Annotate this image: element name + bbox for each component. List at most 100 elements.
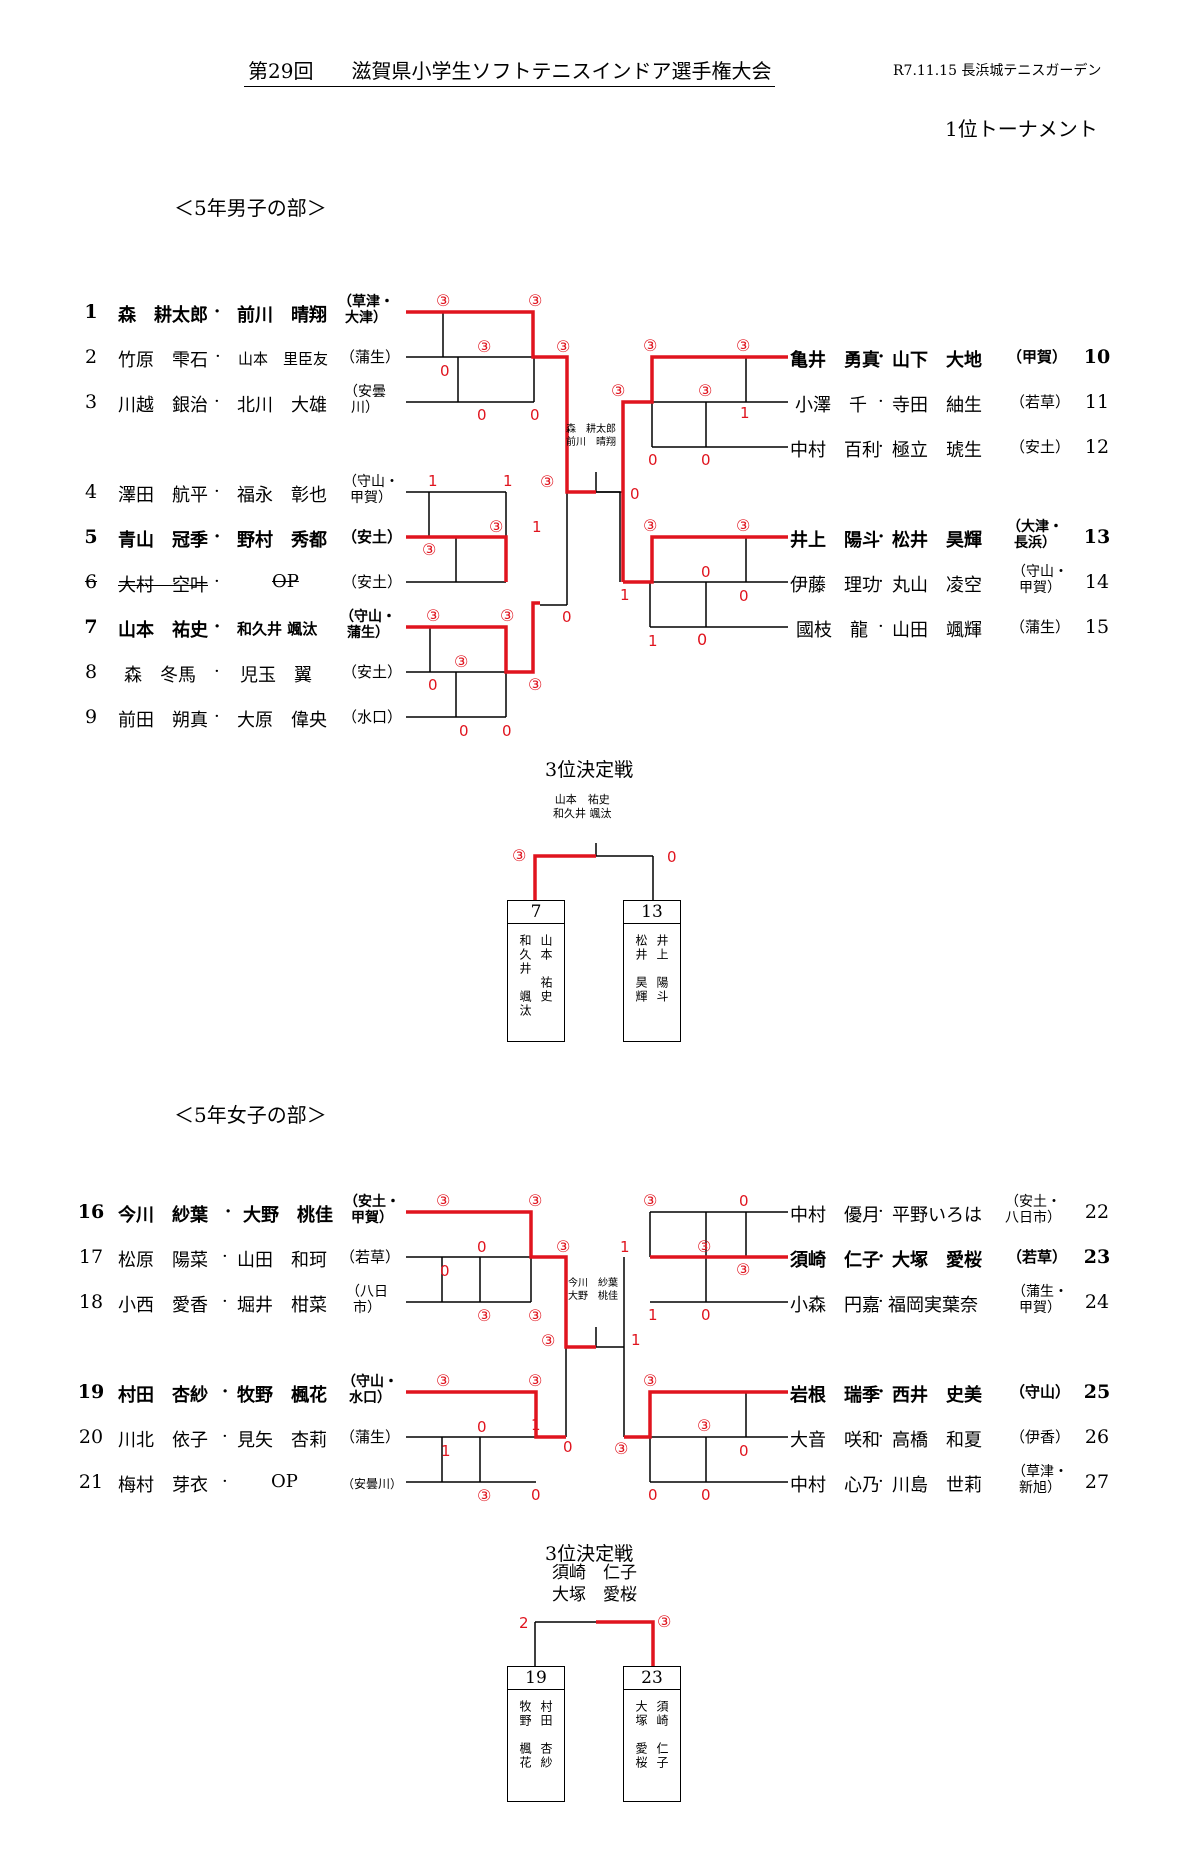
score: 0 <box>563 1438 573 1456</box>
score: ③ <box>698 381 713 400</box>
score: ③ <box>736 1260 751 1279</box>
separator: · <box>215 346 221 367</box>
team-number: 16 <box>77 1201 105 1223</box>
separator: · <box>222 1426 228 1447</box>
score: 1 <box>648 632 658 650</box>
affiliation: （安土） <box>342 573 403 591</box>
player-name: 伊藤 理功 <box>790 575 880 596</box>
score: ③ <box>611 381 626 400</box>
team-number: 26 <box>1084 1426 1110 1448</box>
score: ③ <box>541 1331 556 1350</box>
player-name: 児玉 翼 <box>240 665 312 686</box>
score: 0 <box>428 676 438 694</box>
separator: · <box>214 301 221 322</box>
player-name: 青山 冠季 <box>118 530 208 551</box>
player-name: 森 冬馬 <box>124 665 196 686</box>
score: ③ <box>528 291 543 310</box>
player-name: 山田 和珂 <box>237 1250 327 1271</box>
team-number: 12 <box>1084 436 1110 458</box>
player-name: 須崎 仁子 <box>790 1250 880 1271</box>
separator: · <box>878 1246 885 1267</box>
score: 1 <box>740 404 750 422</box>
winner-name: 須崎 仁子 <box>552 1563 637 1583</box>
score: 1 <box>631 1331 641 1349</box>
player-name: 高橋 和夏 <box>892 1430 982 1451</box>
score: ③ <box>426 606 441 625</box>
vertical-name: 須崎 仁子 <box>655 1700 669 1770</box>
score: 0 <box>502 722 512 740</box>
team-number: 14 <box>1084 571 1110 593</box>
team-number: 3 <box>84 391 98 413</box>
affiliation-line: 八日市） <box>1005 1210 1061 1226</box>
affiliation-line: （草津・ <box>338 294 394 310</box>
player-name: 野村 秀都 <box>237 530 327 551</box>
score: 0 <box>630 485 640 503</box>
separator: · <box>878 1201 884 1222</box>
girls-third-left-box: 19 村田 杏紗 牧野 楓花 <box>507 1666 565 1802</box>
vertical-name: 牧野 楓花 <box>518 1700 532 1770</box>
score: ③ <box>528 1371 543 1390</box>
score: ③ <box>614 1439 629 1458</box>
player-name: 大音 咲和 <box>790 1430 880 1451</box>
team-number: 9 <box>84 706 98 728</box>
player-name: 山下 大地 <box>892 350 982 371</box>
score: ③ <box>643 1191 658 1210</box>
edition-label: 第29回 <box>248 59 314 83</box>
player-name: 山本 里臣友 <box>238 350 329 368</box>
box-team-number: 7 <box>508 901 564 924</box>
affiliation: （大津・長浜） <box>1007 519 1063 551</box>
separator: · <box>878 391 884 412</box>
score: 0 <box>459 722 469 740</box>
girls-champion: 今川 紗葉大野 桃佳 <box>568 1277 618 1303</box>
team-number: 11 <box>1084 391 1110 413</box>
affiliation-line: 新旭） <box>1019 1480 1061 1496</box>
player-name: 村田 杏紗 <box>118 1385 208 1406</box>
player-name: 川北 依子 <box>118 1430 208 1451</box>
score: 0 <box>648 451 658 469</box>
score: 2 <box>519 1614 529 1632</box>
box-names: 井上 陽斗 松井 昊輝 <box>624 924 680 1004</box>
separator: · <box>214 526 221 547</box>
score: 1 <box>428 472 438 490</box>
score: 0 <box>648 1486 658 1504</box>
vertical-name: 松井 昊輝 <box>634 934 648 1004</box>
winner-name: 和久井 颯汰 <box>553 807 612 820</box>
score: ③ <box>500 606 515 625</box>
player-name: 前田 朔真 <box>118 710 208 731</box>
score: ③ <box>736 336 751 355</box>
affiliation-line: 水口） <box>349 1390 391 1406</box>
player-name: 中村 百利 <box>790 440 880 461</box>
affiliation-line: （守山・ <box>1012 564 1068 580</box>
player-name: 大原 偉央 <box>237 710 327 731</box>
affiliation-line: 甲賀） <box>1019 1300 1061 1316</box>
affiliation-line: 川） <box>351 400 379 416</box>
player-name: 福岡実葉奈 <box>888 1295 978 1316</box>
affiliation-line: （守山・ <box>342 1374 398 1390</box>
score: 1 <box>503 472 513 490</box>
score: 0 <box>477 1238 487 1256</box>
score: ③ <box>512 846 527 865</box>
champion-name: 前川 晴翔 <box>566 437 616 448</box>
team-number: 25 <box>1083 1381 1111 1403</box>
player-name: 國枝 龍 <box>796 620 868 641</box>
tournament-title: 滋賀県小学生ソフトテニスインドア選手権大会 <box>351 59 772 83</box>
player-name: 平野いろは <box>892 1205 982 1226</box>
score: 1 <box>620 586 630 604</box>
score: 0 <box>739 1442 749 1460</box>
affiliation: （八日市） <box>346 1284 388 1316</box>
team-number: 19 <box>77 1381 105 1403</box>
affiliation-line: （安曇 <box>344 384 386 400</box>
separator: · <box>214 571 220 592</box>
score: 0 <box>530 406 540 424</box>
score: ③ <box>540 472 555 491</box>
girls-third-place-winner: 須崎 仁子大塚 愛桜 <box>552 1562 637 1606</box>
player-name: 山本 祐史 <box>118 620 208 641</box>
affiliation: （草津・大津） <box>338 294 394 326</box>
player-name: 松原 陽菜 <box>118 1250 208 1271</box>
separator: · <box>878 526 885 547</box>
affiliation: （伊香） <box>1010 1428 1071 1446</box>
team-number: 4 <box>84 481 98 503</box>
boys-third-right-box: 13 井上 陽斗 松井 昊輝 <box>623 900 681 1042</box>
score: ③ <box>477 1486 492 1505</box>
separator: · <box>214 481 220 502</box>
